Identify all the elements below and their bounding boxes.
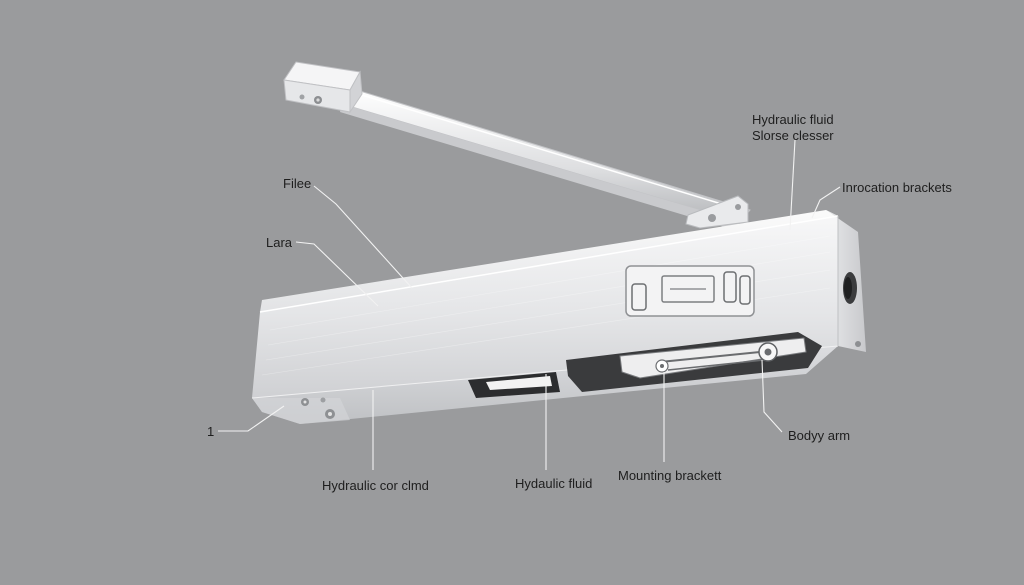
leader-filee xyxy=(313,185,413,289)
adjustment-valve-icon xyxy=(625,265,755,317)
screw-icon xyxy=(758,342,778,362)
label-mounting-bracket: Mounting brackett xyxy=(618,468,722,483)
screw-icon xyxy=(314,96,322,104)
leader-one xyxy=(218,405,285,432)
screw-icon xyxy=(325,409,335,419)
label-top-line2: Slorse clesser xyxy=(752,128,834,143)
leader-top xyxy=(789,139,796,231)
leader-body-arm xyxy=(761,359,783,433)
mounting-recess xyxy=(566,332,822,392)
screw-icon xyxy=(655,359,669,373)
label-filee: Filee xyxy=(283,176,312,191)
label-top-line1: Hydraulic fluid xyxy=(752,112,834,127)
arm-joint xyxy=(685,195,749,229)
closer-body xyxy=(251,210,866,424)
label-brackets: Inrocation brackets xyxy=(842,180,952,195)
closer-arm xyxy=(283,61,751,230)
screw-icon xyxy=(320,397,326,403)
label-body-arm: Bodyy arm xyxy=(788,428,851,443)
leader-lara xyxy=(295,241,379,307)
leader-brackets xyxy=(811,186,841,219)
screw-icon xyxy=(301,398,309,406)
screw-icon xyxy=(299,94,305,100)
label-lara: Lara xyxy=(266,235,293,250)
label-one: 1 xyxy=(207,424,215,439)
leader-lines xyxy=(218,139,841,470)
label-hydraulic-fluid-top: Hydraulic fluid Slorse clesser xyxy=(752,112,834,144)
label-hydraulic-fluid: Hydaulic fluid xyxy=(515,476,593,491)
label-hydraulic-cylinder: Hydraulic cor clmd xyxy=(322,478,429,493)
end-port xyxy=(843,272,861,347)
arm-end-block xyxy=(283,61,363,114)
rail-slot-icon xyxy=(468,372,560,398)
